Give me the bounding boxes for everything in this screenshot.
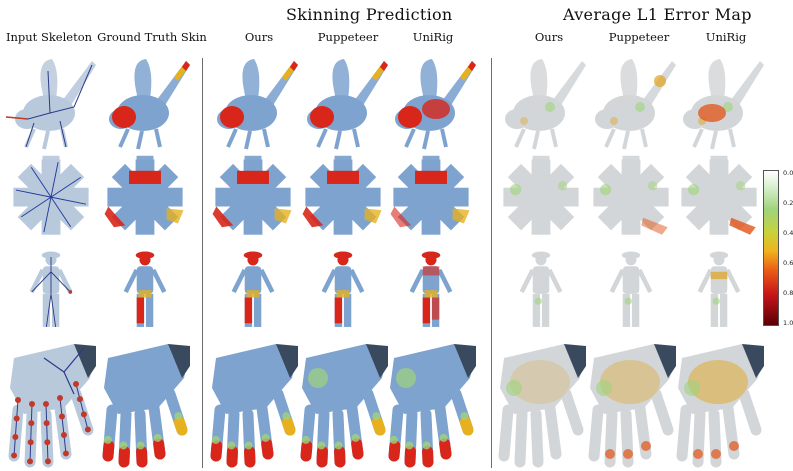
render-hand-err-unirig [672, 338, 766, 468]
render-cowboy-pred-ours [206, 246, 300, 338]
render-hand-input-skeleton [4, 338, 98, 468]
error-map-title: Average L1 Error Map [563, 5, 752, 24]
divider-left [202, 58, 203, 468]
error-colorbar [763, 170, 779, 326]
render-gear-err-ours [494, 152, 588, 246]
render-cowboy-input-skeleton [4, 246, 98, 338]
render-cowboy-pred-unirig [384, 246, 478, 338]
render-bee-ground-truth [98, 50, 192, 152]
col-label-err-puppeteer: Puppeteer [608, 30, 670, 44]
render-cowboy-ground-truth [98, 246, 192, 338]
render-gear-pred-unirig [384, 152, 478, 246]
render-hand-ground-truth [98, 338, 192, 468]
render-bee-pred-puppeteer [296, 50, 390, 152]
render-hand-err-puppeteer [584, 338, 678, 468]
render-hand-pred-ours [206, 338, 300, 468]
col-label-ground-truth: Ground Truth Skin [97, 30, 207, 44]
render-hand-err-ours [494, 338, 588, 468]
colorbar-tick-label: 0.8 [783, 289, 793, 297]
col-label-pred-unirig: UniRig [412, 30, 454, 44]
render-cowboy-pred-puppeteer [296, 246, 390, 338]
render-gear-input-skeleton [4, 152, 98, 246]
render-cowboy-err-unirig [672, 246, 766, 338]
col-label-pred-ours: Ours [244, 30, 274, 44]
skinning-prediction-title: Skinning Prediction [286, 5, 453, 24]
render-gear-pred-ours [206, 152, 300, 246]
render-bee-err-ours [494, 50, 588, 152]
render-bee-input-skeleton [4, 50, 98, 152]
col-label-err-unirig: UniRig [705, 30, 747, 44]
render-bee-pred-unirig [384, 50, 478, 152]
colorbar-tick-label: 0.0 [783, 169, 793, 177]
render-gear-ground-truth [98, 152, 192, 246]
colorbar-tick-label: 0.6 [783, 259, 793, 267]
render-gear-err-unirig [672, 152, 766, 246]
render-cowboy-err-puppeteer [584, 246, 678, 338]
colorbar-tick-label: 0.4 [783, 229, 793, 237]
render-bee-err-unirig [672, 50, 766, 152]
render-hand-pred-unirig [384, 338, 478, 468]
render-hand-pred-puppeteer [296, 338, 390, 468]
render-gear-pred-puppeteer [296, 152, 390, 246]
col-label-input-skeleton: Input Skeleton [5, 30, 93, 44]
render-bee-pred-ours [206, 50, 300, 152]
render-cowboy-err-ours [494, 246, 588, 338]
col-label-pred-puppeteer: Puppeteer [317, 30, 379, 44]
divider-right [491, 58, 492, 468]
colorbar-tick-label: 0.2 [783, 199, 793, 207]
colorbar-tick-label: 1.0 [783, 319, 793, 327]
render-bee-err-puppeteer [584, 50, 678, 152]
render-gear-err-puppeteer [584, 152, 678, 246]
col-label-err-ours: Ours [534, 30, 564, 44]
